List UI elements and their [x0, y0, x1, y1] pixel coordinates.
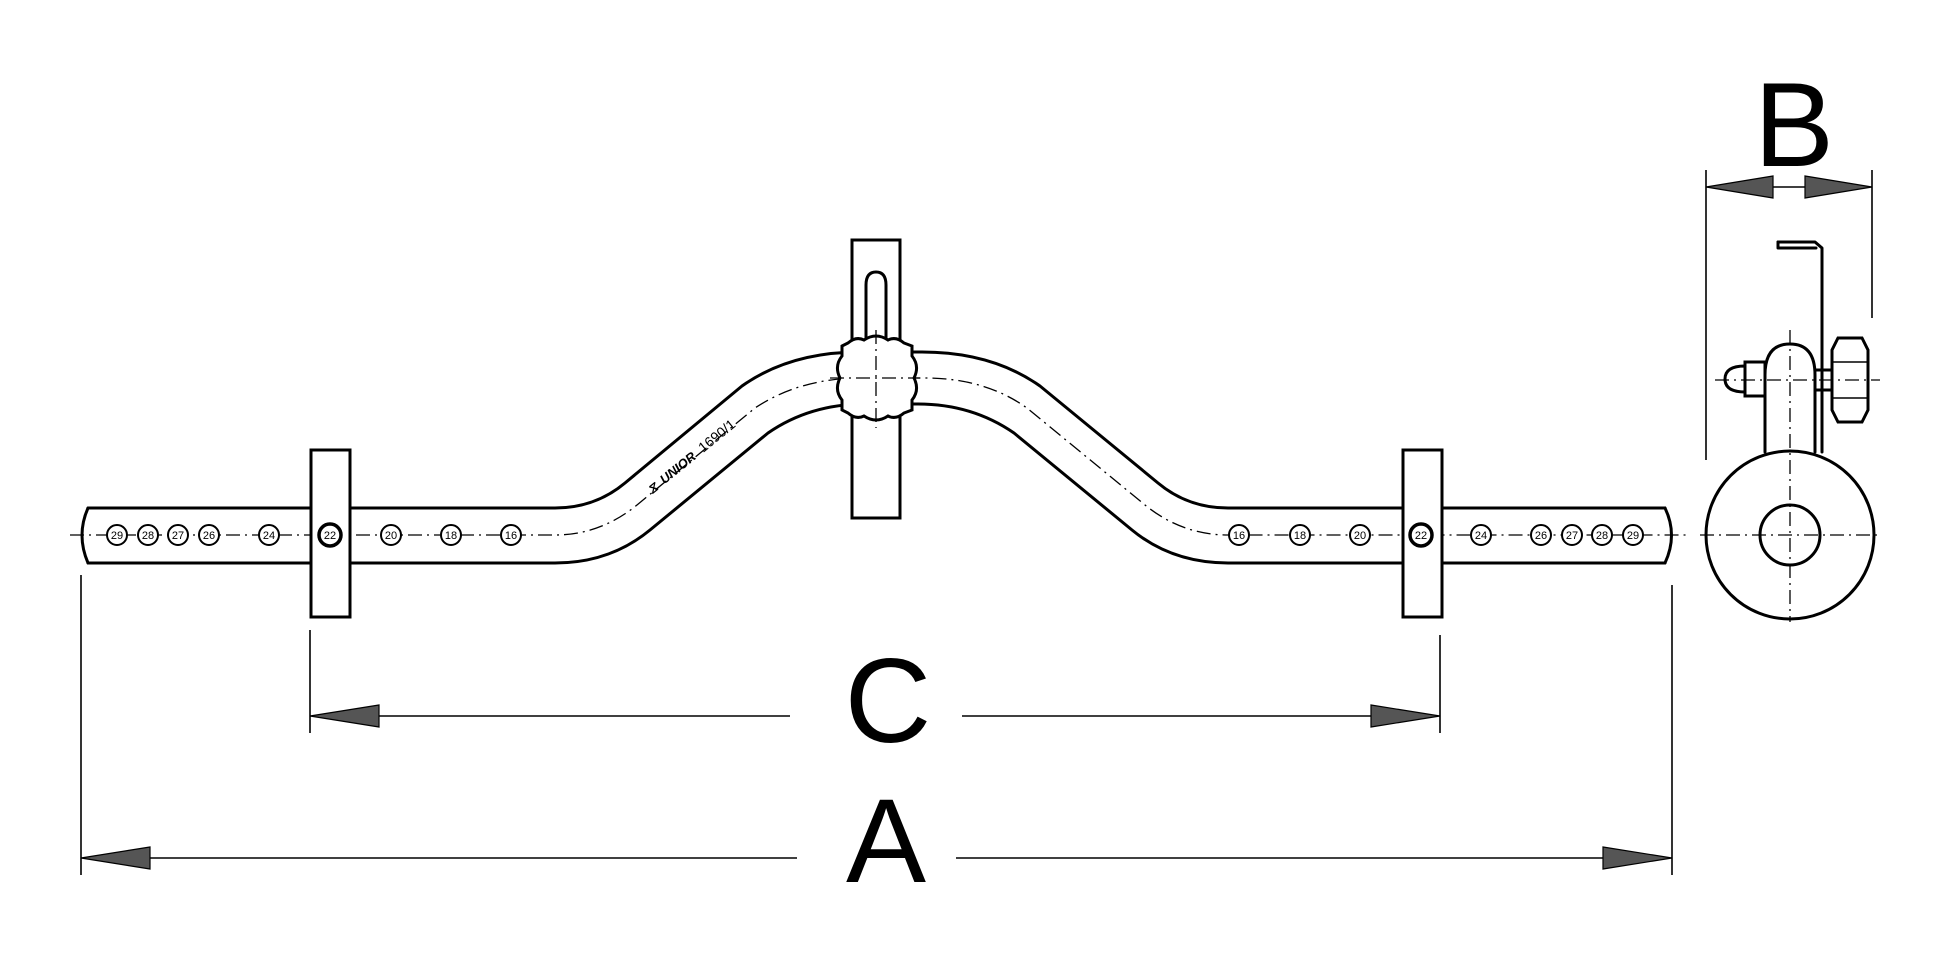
model-number: 1690/1 [695, 416, 739, 456]
hole-size-label: 22 [324, 530, 336, 542]
dim-a-right-arrow [1602, 846, 1673, 870]
brand-logo-icon: ⧖ [644, 478, 662, 497]
dimension-a: A [80, 575, 1673, 908]
dim-a-left-arrow [80, 846, 151, 870]
hole-size-label: 16 [1233, 530, 1245, 542]
measurement-hole [1591, 524, 1613, 546]
dim-c-right-arrow [1370, 704, 1441, 728]
measurement-hole [1622, 524, 1644, 546]
hole-size-label: 28 [1596, 530, 1608, 542]
hole-size-label: 20 [385, 530, 397, 542]
measurement-hole [440, 524, 462, 546]
hole-size-label: 20 [1354, 530, 1366, 542]
hole-size-label: 16 [505, 530, 517, 542]
measurement-hole [1228, 524, 1250, 546]
dim-b-left-arrow [1705, 175, 1774, 199]
measurement-hole [198, 524, 220, 546]
center-clamp [830, 238, 920, 520]
dimension-b: B [1705, 58, 1873, 460]
hole-size-label: 28 [142, 530, 154, 542]
dimension-b-label: B [1754, 58, 1834, 192]
measurement-hole [1561, 524, 1583, 546]
hole-size-label: 27 [172, 530, 184, 542]
hole-size-label: 22 [1415, 530, 1427, 542]
hole-size-label: 27 [1566, 530, 1578, 542]
measurement-hole [1289, 524, 1311, 546]
hole-size-label: 24 [1475, 530, 1487, 542]
measurement-hole [380, 524, 402, 546]
clamp-slot [864, 270, 888, 342]
measurement-hole [1470, 524, 1492, 546]
hole-size-label: 26 [203, 530, 215, 542]
hole-size-label: 26 [1535, 530, 1547, 542]
measurement-hole [1530, 524, 1552, 546]
dimension-c: C [309, 630, 1441, 768]
measurement-hole [137, 524, 159, 546]
hole-size-label: 18 [1294, 530, 1306, 542]
hole-size-label: 24 [263, 530, 275, 542]
holes-right: 16 18 20 22 24 26 27 28 29 [1228, 522, 1644, 548]
measurement-hole [1408, 522, 1434, 548]
measurement-hole [106, 524, 128, 546]
dim-c-left-arrow [309, 704, 380, 728]
dimension-a-label: A [846, 774, 926, 908]
measurement-hole [167, 524, 189, 546]
hole-size-label: 29 [1627, 530, 1639, 542]
measurement-hole [258, 524, 280, 546]
measurement-hole [500, 524, 522, 546]
side-nut [1743, 360, 1767, 398]
measurement-hole [317, 522, 343, 548]
dim-b-right-arrow [1804, 175, 1873, 199]
hole-size-label: 29 [111, 530, 123, 542]
hole-size-label: 18 [445, 530, 457, 542]
brand-name: UNIOR [657, 448, 699, 486]
side-view [1700, 240, 1880, 622]
dimension-c-label: C [845, 634, 932, 768]
holes-left: 29 28 27 26 24 22 20 18 16 [106, 522, 522, 548]
measurement-hole [1349, 524, 1371, 546]
